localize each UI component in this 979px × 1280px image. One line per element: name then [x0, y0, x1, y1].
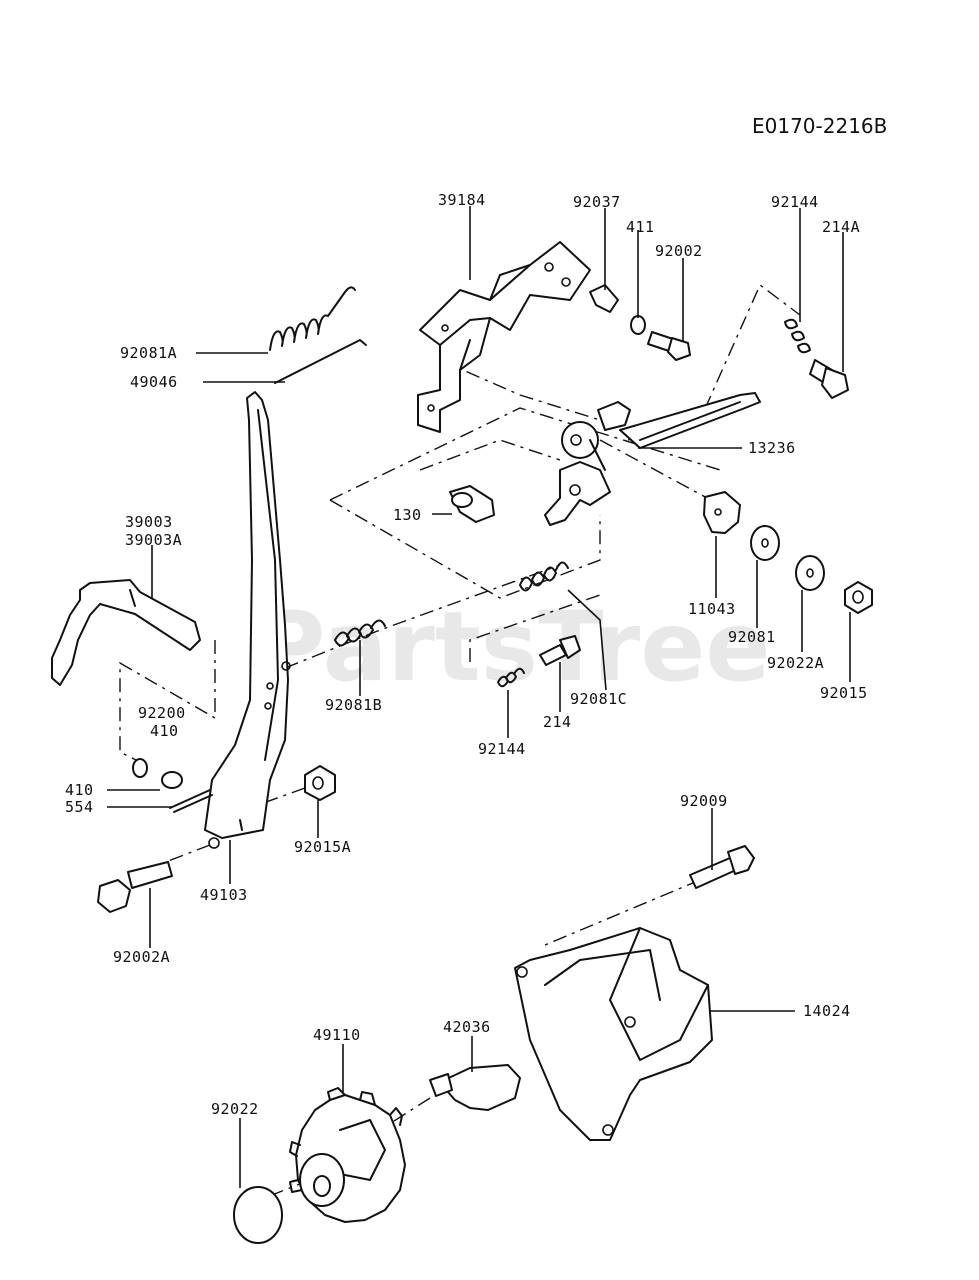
- bolt-214: [539, 635, 581, 666]
- label-49103: 49103: [200, 886, 248, 904]
- nut-92015A: [304, 765, 336, 801]
- label-92009: 92009: [680, 792, 728, 810]
- spring-92144-bottom: [497, 667, 525, 688]
- control-arm-13236: [544, 392, 761, 526]
- label-39184: 39184: [438, 191, 486, 209]
- bolt-92002A: [97, 861, 173, 913]
- gear-49110: [289, 1087, 406, 1223]
- pinion-42036: [429, 1064, 521, 1111]
- nut-92015: [844, 581, 873, 614]
- bolt-130: [449, 485, 495, 523]
- bolt-214A: [809, 359, 849, 399]
- reference-code: E0170-2216B: [752, 114, 887, 138]
- spring-92081B: [334, 619, 386, 647]
- label-92081B: 92081B: [325, 696, 382, 714]
- starter-housing-14024: [514, 927, 713, 1141]
- label-92081C: 92081C: [570, 690, 627, 708]
- label-92200: 92200: [138, 704, 186, 722]
- label-214: 214: [543, 713, 572, 731]
- label-92002: 92002: [655, 242, 703, 260]
- watermark: PartsTree: [255, 591, 770, 703]
- label-39003A: 39003A: [125, 531, 182, 549]
- label-92144-bottom: 92144: [478, 740, 526, 758]
- washer-92022: [233, 1186, 283, 1244]
- label-92022A: 92022A: [767, 654, 824, 672]
- label-92081: 92081: [728, 628, 776, 646]
- label-92037: 92037: [573, 193, 621, 211]
- bolt-92009: [689, 845, 755, 889]
- label-92002A: 92002A: [113, 948, 170, 966]
- plate-11043: [703, 491, 741, 534]
- label-554: 554: [65, 798, 94, 816]
- lever-49103: [204, 391, 291, 849]
- label-130: 130: [393, 506, 422, 524]
- control-lever-39003: [51, 579, 201, 686]
- part-labels: 39184 92037 411 92002 92144 214A 92081A …: [65, 191, 868, 1118]
- leader-lines: [107, 206, 851, 1188]
- label-410-lower: 410: [65, 781, 94, 799]
- label-49046: 49046: [130, 373, 178, 391]
- governor-bracket-39184: [417, 241, 591, 433]
- label-14024: 14024: [803, 1002, 851, 1020]
- label-13236: 13236: [748, 439, 796, 457]
- label-411: 411: [626, 218, 655, 236]
- bolt-92002: [647, 331, 691, 361]
- label-49110: 49110: [313, 1026, 361, 1044]
- label-39003: 39003: [125, 513, 173, 531]
- pin-554: [169, 789, 213, 813]
- label-92015A: 92015A: [294, 838, 351, 856]
- clip-92037: [589, 284, 619, 313]
- label-11043: 11043: [688, 600, 736, 618]
- washer-410-upper: [132, 758, 148, 778]
- label-42036: 42036: [443, 1018, 491, 1036]
- label-92015: 92015: [820, 684, 868, 702]
- governor-rod-49046: [274, 339, 367, 384]
- washer-92081: [750, 525, 780, 561]
- label-92022: 92022: [211, 1100, 259, 1118]
- label-92144-top: 92144: [771, 193, 819, 211]
- spring-92081C: [519, 561, 569, 592]
- label-410-upper: 410: [150, 722, 179, 740]
- spring-92081A: [269, 286, 356, 351]
- washer-410-lower: [161, 771, 183, 789]
- washer-411: [630, 315, 646, 335]
- label-214A: 214A: [822, 218, 860, 236]
- washer-92022A: [795, 555, 825, 591]
- spring-92144-top: [784, 318, 811, 354]
- label-92081A: 92081A: [120, 344, 177, 362]
